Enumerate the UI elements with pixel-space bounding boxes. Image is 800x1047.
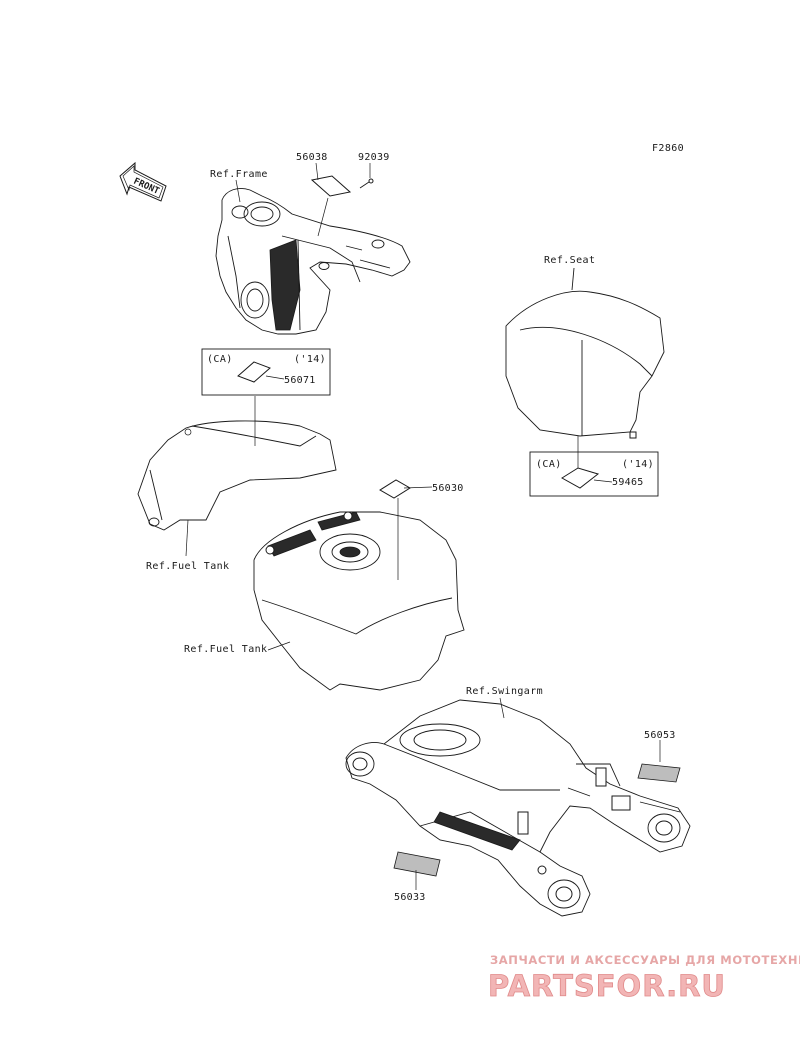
front-arrow-icon: FRONT (119, 161, 167, 202)
seat-callout-box: (CA) ('14) 59465 (529, 436, 659, 497)
part-number-56071: 56071 (284, 375, 316, 386)
fuel-tank-main-drawing (253, 479, 465, 691)
tank-callout-box: (CA) ('14) 56071 (201, 348, 331, 446)
tank-box-year: ('14) (294, 354, 326, 365)
ref-seat-label: Ref.Seat (544, 255, 595, 266)
watermark-tagline: ЗАПЧАСТИ И АКСЕССУАРЫ ДЛЯ МОТОТЕХНИКИ (490, 953, 800, 967)
decal-56033 (393, 851, 441, 890)
ref-frame-label: Ref.Frame (210, 169, 268, 180)
seat-drawing (505, 267, 665, 439)
part-number-92039: 92039 (358, 152, 390, 163)
part-number-56038: 56038 (296, 152, 328, 163)
part-number-56030: 56030 (432, 483, 464, 494)
seat-box-year: ('14) (622, 459, 654, 470)
swingarm-drawing (345, 699, 691, 917)
frame-drawing (215, 175, 411, 335)
watermark: ЗАПЧАСТИ И АКСЕССУАРЫ ДЛЯ МОТОТЕХНИКИ PA… (488, 953, 800, 1003)
figure-code: F2860 (652, 143, 684, 154)
part-number-56033: 56033 (394, 892, 426, 903)
ref-fuel-tank-left-label: Ref.Fuel Tank (146, 561, 229, 572)
part-number-59465: 59465 (612, 477, 644, 488)
watermark-logo: PARTSFOR.RU (488, 969, 726, 1003)
fuel-tank-left-drawing (137, 420, 337, 531)
ref-swingarm-label: Ref.Swingarm (466, 686, 543, 697)
decal-56053 (637, 740, 681, 783)
seat-box-market: (CA) (536, 459, 562, 470)
part-number-56053: 56053 (644, 730, 676, 741)
ref-fuel-tank-main-label: Ref.Fuel Tank (184, 644, 267, 655)
tank-box-market: (CA) (207, 354, 233, 365)
